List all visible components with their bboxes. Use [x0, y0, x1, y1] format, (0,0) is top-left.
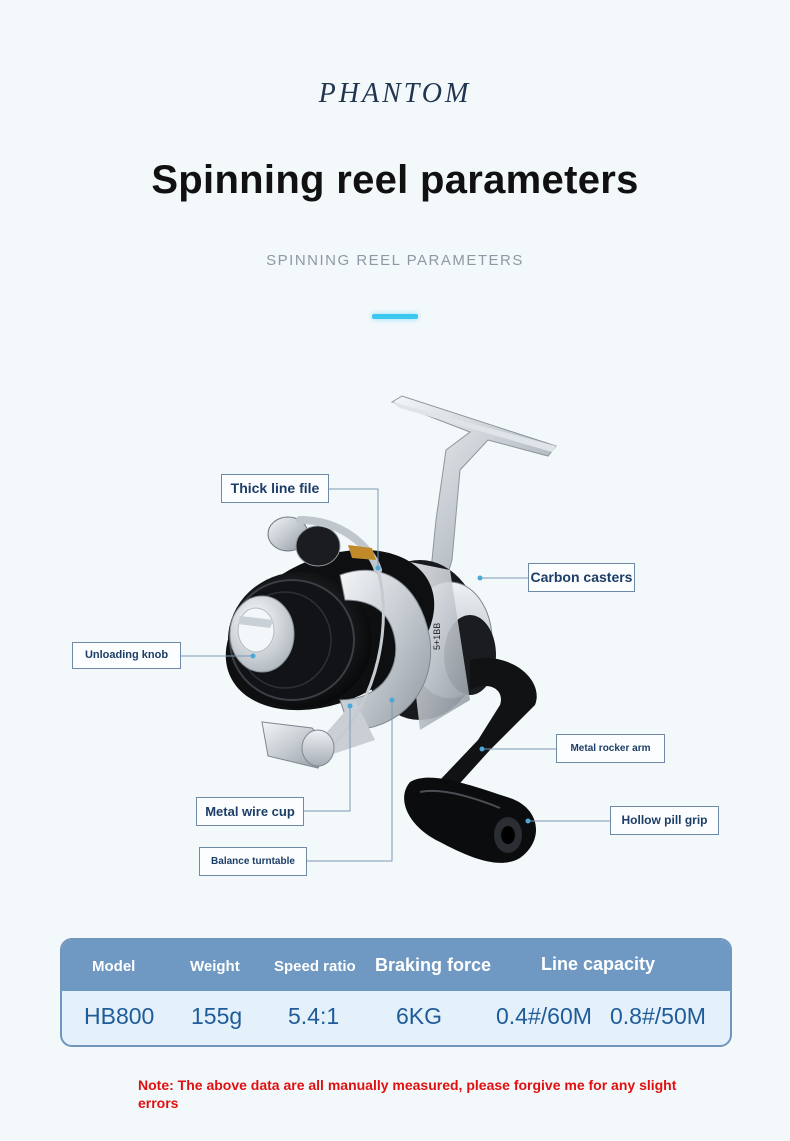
cell-line-capacity-2: 0.8#/50M [610, 1003, 706, 1029]
cell-weight: 155g [191, 1003, 243, 1029]
cell-line-capacity-1: 0.4#/60M [496, 1003, 592, 1029]
cell-braking-force: 6KG [396, 1003, 443, 1029]
callout-metal-wire-cup: Metal wire cup [196, 797, 304, 826]
callout-hollow-pill-grip: Hollow pill grip [610, 806, 719, 835]
header-speed-ratio: Speed ratio [274, 958, 356, 975]
spec-table-header: Model Weight Speed ratio Braking force L… [62, 940, 730, 991]
spinning-reel-image: 5+1BB [181, 395, 610, 863]
header-model: Model [92, 958, 136, 975]
callout-balance-turntable: Balance turntable [199, 847, 307, 876]
header-braking-force: Braking force [375, 955, 492, 975]
page-title: Spinning reel parameters [151, 158, 639, 202]
header-weight: Weight [190, 958, 240, 975]
accent-bar [372, 314, 418, 319]
disclaimer-note: Note: The above data are all manually me… [138, 1077, 677, 1111]
brand-logo: PHANTOM [318, 78, 472, 109]
spec-table: Model Weight Speed ratio Braking force L… [60, 938, 732, 1047]
callout-carbon-casters: Carbon casters [528, 563, 635, 592]
callout-thick-line-file: Thick line file [221, 474, 329, 503]
callout-metal-rocker-arm: Metal rocker arm [556, 734, 665, 763]
header-line-capacity: Line capacity [541, 954, 656, 974]
page-subtitle: SPINNING REEL PARAMETERS [266, 252, 524, 269]
cell-speed-ratio: 5.4:1 [288, 1003, 340, 1029]
cell-model: HB800 [84, 1003, 155, 1029]
reel-ratio-marking: 5+1BB [432, 623, 442, 650]
callout-unloading-knob: Unloading knob [72, 642, 181, 669]
